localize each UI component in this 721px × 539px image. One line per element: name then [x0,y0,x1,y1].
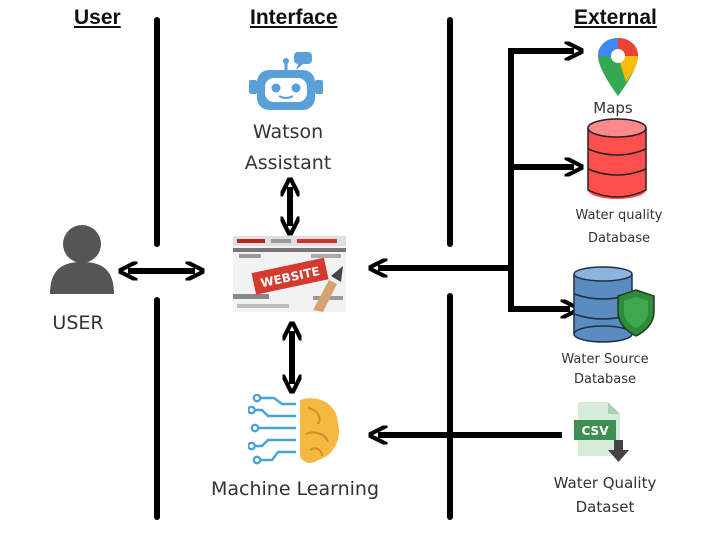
header-user: User [74,6,121,29]
maps-label: Maps [593,99,633,117]
water-source-db-label-line2: Database [573,372,637,387]
header-interface: Interface [250,6,338,29]
csv-file-icon: CSV [574,402,629,462]
shield-icon [617,289,655,337]
dataset-label-line1: Water Quality [553,474,657,492]
website-collage-icon: WEBSITE [233,236,346,312]
assistant-label-line2: Assistant [244,152,332,174]
person-icon [50,225,114,294]
map-pin-icon [598,38,638,96]
robot-icon [249,52,323,110]
water-quality-db-label-line2: Database [587,231,651,246]
database-icon [587,118,647,199]
ml-label: Machine Learning [210,478,380,500]
assistant-label-line1: Watson [252,121,324,143]
water-quality-db-label-line1: Water quality [575,208,663,223]
brain-circuit-icon [248,394,340,465]
water-source-db-label-line1: Water Source [561,352,649,367]
dataset-label-line2: Dataset [575,498,635,516]
header-external: External [574,6,657,29]
secure-database-icon [573,266,655,343]
user-label: USER [52,312,104,334]
csv-badge-text: CSV [582,424,610,438]
